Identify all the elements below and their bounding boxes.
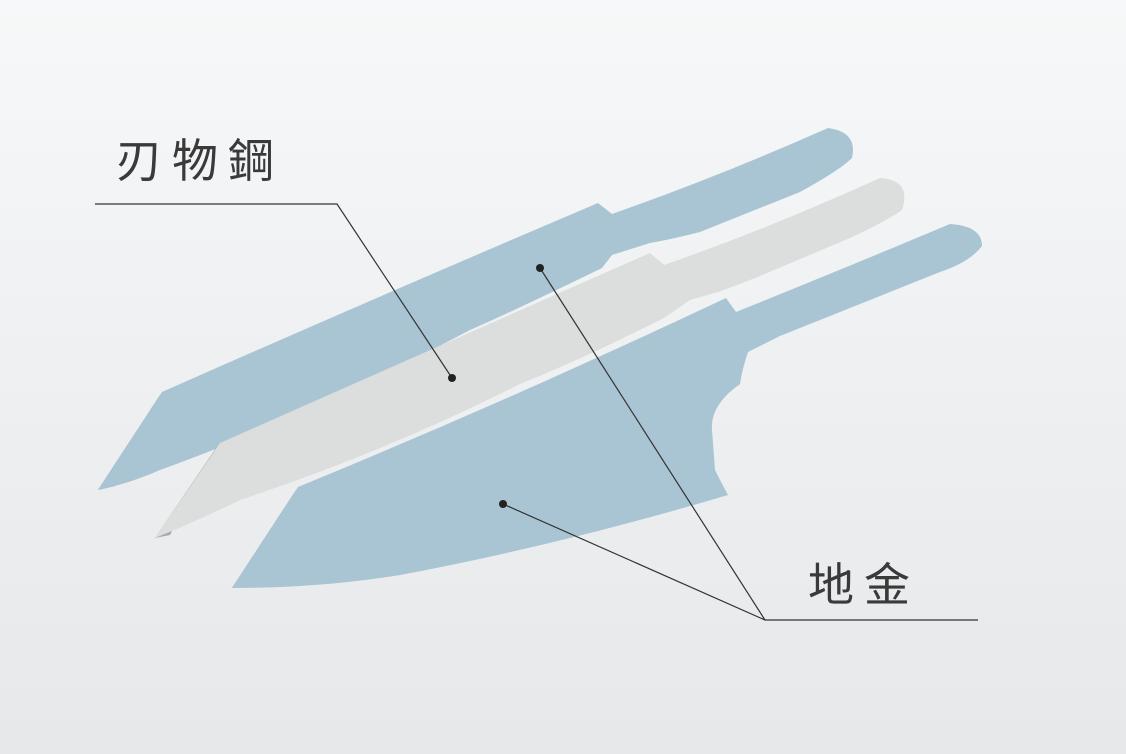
back-blade-plate [98,128,853,490]
base-metal-label: 地金 [808,558,920,612]
steel-core-plate [155,178,905,538]
leader-lines [95,203,978,621]
steel-pointer-dot [448,374,456,382]
base-metal-leader-line-top [539,267,766,621]
back-base-metal-layer [98,128,853,490]
steel-leader-line [95,203,453,379]
front-layer-pointer-dot [499,500,507,508]
pointer-dots [448,264,544,508]
front-base-metal-layer [232,224,982,588]
steel-core-bevel [155,445,218,538]
cutting-steel-label: 刃物鋼 [116,134,284,188]
steel-core-layer [155,178,905,538]
front-blade-bevel [232,490,296,588]
base-metal-leader-line-bottom [502,503,978,621]
back-layer-pointer-dot [536,264,544,272]
back-blade-bevel [98,395,160,490]
front-blade-plate [232,224,982,588]
